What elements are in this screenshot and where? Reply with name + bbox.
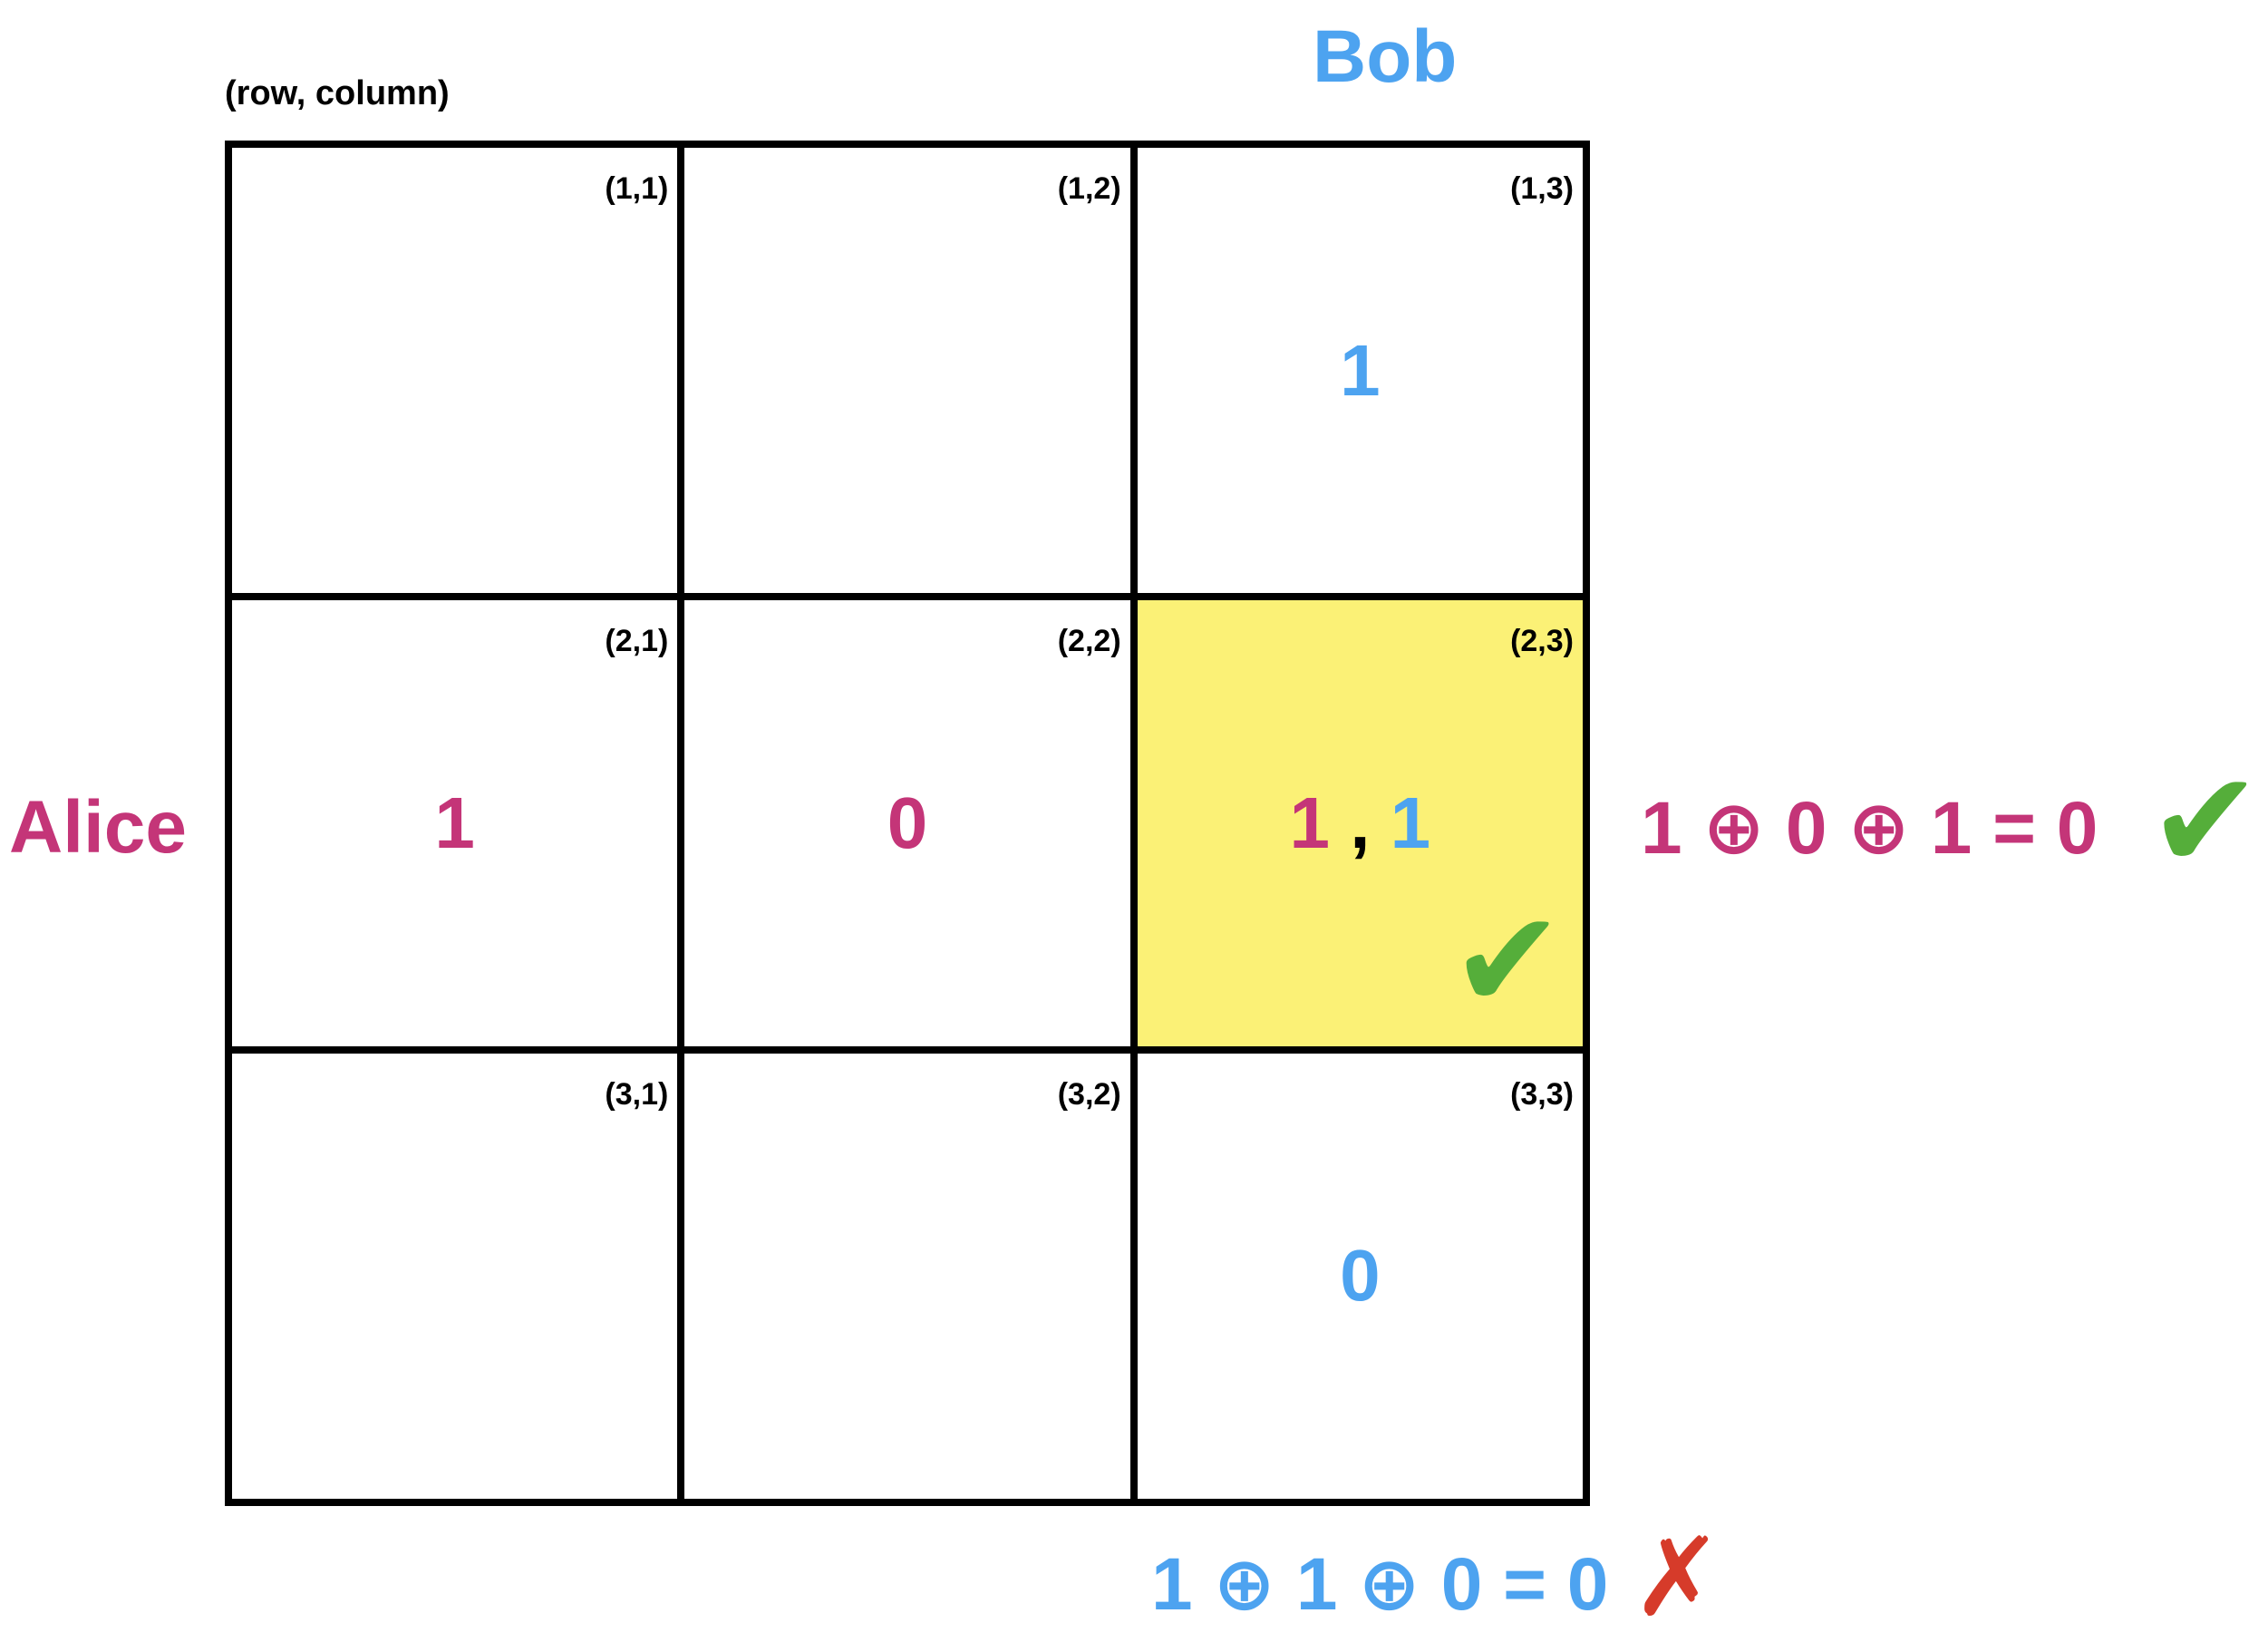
cell-2-3-highlighted: (2,3) 1 , 1 ✔ [1137,600,1583,1046]
value-separator: , [1350,782,1371,863]
cell-coord: (3,3) [1510,1076,1574,1112]
bob-label: Bob [1313,15,1458,98]
cell-1-3: (1,3) 1 [1137,148,1583,594]
alice-cell-value: 1 [1289,782,1330,863]
cell-2-1: (2,1) 1 [232,600,678,1046]
axis-note-label: (row, column) [225,74,450,112]
magic-square-grid: (1,1) (1,2) (1,3) 1 (2,1) 1 (2,2) 0 (2,3… [225,141,1590,1506]
bob-cell-value: 1 [1390,782,1431,863]
bob-cell-value: 1 [1340,329,1381,411]
alice-label: Alice [9,786,187,869]
shared-cell-values: 1 , 1 [1138,782,1583,865]
cell-coord: (1,1) [605,171,669,206]
alice-row-equation: 1 ⊕ 0 ⊕ 1 = 0 [1641,787,2098,870]
cell-1-1: (1,1) [232,148,678,594]
cell-3-2: (3,2) [684,1053,1130,1499]
cross-icon: ✗ [1632,1517,1723,1638]
cell-3-1: (3,1) [232,1053,678,1499]
cell-coord: (3,2) [1057,1076,1121,1112]
cell-coord: (2,3) [1510,624,1574,659]
cell-coord: (3,1) [605,1076,669,1112]
check-icon: ✔ [1450,883,1565,1036]
cell-2-2: (2,2) 0 [684,600,1130,1046]
check-icon: ✔ [2148,744,2263,897]
alice-cell-value: 1 [434,782,475,863]
cell-coord: (2,2) [1057,624,1121,659]
cell-coord: (2,1) [605,624,669,659]
cell-3-3: (3,3) 0 [1137,1053,1583,1499]
cell-coord: (1,2) [1057,171,1121,206]
cell-1-2: (1,2) [684,148,1130,594]
alice-cell-value: 0 [887,782,928,863]
bob-cell-value: 0 [1340,1235,1381,1317]
bob-column-equation: 1 ⊕ 1 ⊕ 0 = 0 [1151,1543,1609,1626]
cell-coord: (1,3) [1510,171,1574,206]
